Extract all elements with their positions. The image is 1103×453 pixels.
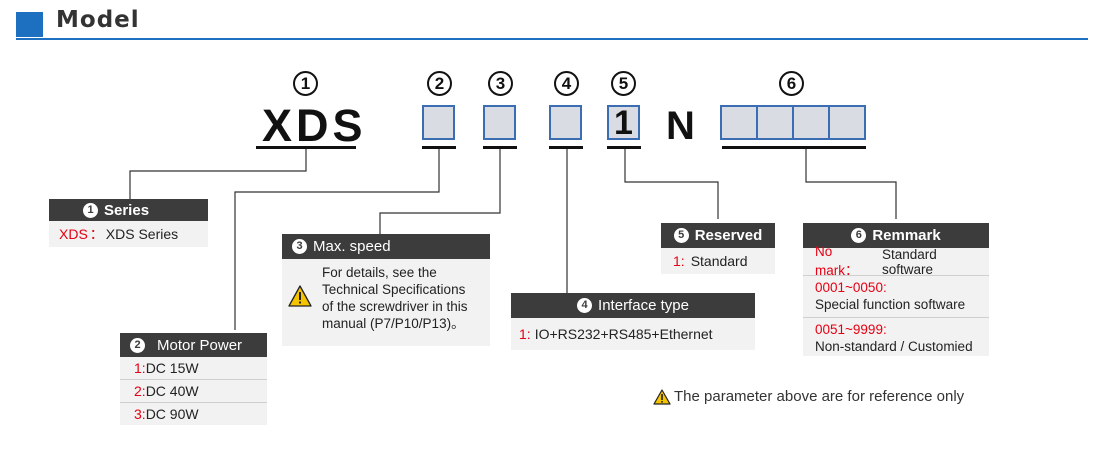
reserved-number-badge: 5 [673, 228, 689, 243]
reserved-key: 1: [673, 253, 685, 269]
position-marker-3: 3 [488, 71, 513, 96]
motor-power-title: Motor Power [157, 336, 243, 354]
remark-card-body: No mark： Standard software 0001~0050: Sp… [803, 244, 989, 356]
reserved-value: Standard [690, 253, 748, 269]
position-marker-6: 6 [779, 71, 804, 96]
remark-value: Standard software [882, 246, 937, 277]
warning-icon [288, 285, 312, 307]
item-sep: : [141, 360, 146, 376]
motor-power-card: 2 Motor Power 1:DC 15W 2:DC 40W 3:DC 90W [120, 333, 267, 425]
max-speed-card-body: For details, see the Technical Specifica… [282, 259, 490, 346]
code-box-6-divider [756, 105, 758, 140]
reserved-card-body: 1: Standard [661, 248, 775, 274]
motor-power-list: 1:DC 15W 2:DC 40W 3:DC 90W [120, 357, 267, 425]
max-speed-number-badge: 3 [292, 239, 307, 254]
list-item: 0051~9999: Non-standard / Customied [803, 318, 989, 356]
code-letter-n: N [666, 104, 695, 148]
description-line: manual (P7/P10/P13)。 [322, 316, 465, 331]
item-key: 1 [134, 360, 142, 376]
series-title: Series [104, 201, 150, 219]
series-card: 1 Series XDS ： XDS Series [49, 199, 208, 247]
underline-5 [607, 146, 641, 149]
item-sep: : [141, 406, 146, 422]
interface-type-card-body: 1: IO+RS232+RS485+Ethernet [511, 318, 755, 350]
interface-key: 1: [519, 326, 531, 342]
divider [120, 402, 267, 403]
underline-2 [422, 146, 456, 149]
max-speed-description: For details, see the Technical Specifica… [322, 264, 468, 332]
footnote-text: The parameter above are for reference on… [674, 388, 965, 405]
code-box-3 [483, 105, 516, 140]
max-speed-card-header: 3 Max. speed [282, 234, 490, 259]
code-box-5: 1 [607, 105, 640, 140]
remark-card: 6 Remmark No mark： Standard software 000… [803, 223, 989, 356]
description-line: of the screwdriver in this [322, 299, 468, 314]
position-marker-2: 2 [427, 71, 452, 96]
header-accent-square [16, 12, 43, 37]
list-item: 3:DC 90W [120, 403, 267, 425]
interface-value: IO+RS232+RS485+Ethernet [534, 326, 713, 342]
page-title: Model [56, 7, 140, 33]
series-key: XDS [59, 226, 88, 242]
footnote: The parameter above are for reference on… [653, 388, 964, 405]
series-value: XDS Series [105, 226, 179, 242]
warning-icon [653, 388, 671, 405]
code-box-2 [422, 105, 455, 140]
interface-type-card-header: 4 Interface type [511, 293, 755, 318]
motor-power-number-badge: 2 [130, 337, 145, 353]
item-value: DC 40W [145, 383, 199, 399]
remark-number-badge: 6 [851, 228, 867, 243]
series-prefix: XDS [262, 100, 367, 151]
remark-value: Non-standard / Customied [815, 339, 973, 354]
underline-6 [722, 146, 866, 149]
remark-key: 0001~0050: [815, 280, 887, 295]
code-box-4 [549, 105, 582, 140]
description-line: For details, see the [322, 265, 437, 280]
series-card-body: XDS ： XDS Series [49, 221, 208, 247]
code-box-6-divider [828, 105, 830, 140]
item-value: DC 15W [145, 360, 199, 376]
description-line: Technical Specifications [322, 282, 466, 297]
reserved-card-header: 5 Reserved [661, 223, 775, 248]
interface-type-title: Interface type [598, 297, 689, 314]
underline-4 [549, 146, 583, 149]
header-divider [16, 38, 1088, 40]
remark-title: Remmark [872, 227, 941, 244]
interface-type-card: 4 Interface type 1: IO+RS232+RS485+Ether… [511, 293, 755, 350]
interface-type-number-badge: 4 [577, 298, 593, 313]
position-marker-4: 4 [554, 71, 579, 96]
list-item: 0001~0050: Special function software [803, 276, 989, 317]
remark-value: Special function software [815, 297, 966, 312]
max-speed-card: 3 Max. speed For details, see the Techni… [282, 234, 490, 346]
motor-power-card-header: 2 Motor Power [120, 333, 267, 357]
remark-card-header: 6 Remmark [803, 223, 989, 248]
list-item: 1:DC 15W [120, 357, 267, 379]
divider [803, 275, 989, 276]
list-item: No mark： Standard software [803, 244, 989, 278]
remark-key: 0051~9999: [815, 322, 887, 337]
list-item: 2:DC 40W [120, 380, 267, 402]
series-card-header: 1 Series [49, 199, 208, 221]
item-sep: : [141, 383, 146, 399]
code-box-6-divider [792, 105, 794, 140]
reserved-title: Reserved [694, 227, 763, 244]
item-key: 2 [134, 383, 142, 399]
remark-key: No mark： [815, 244, 859, 278]
position-marker-5: 5 [611, 71, 636, 96]
max-speed-title: Max. speed [313, 238, 391, 255]
underline-1 [256, 146, 356, 149]
item-key: 3 [134, 406, 142, 422]
item-value: DC 90W [145, 406, 199, 422]
divider [120, 379, 267, 380]
position-marker-1: 1 [293, 71, 318, 96]
divider [803, 317, 989, 318]
reserved-card: 5 Reserved 1: Standard [661, 223, 775, 274]
underline-3 [483, 146, 517, 149]
series-number-badge: 1 [83, 202, 98, 218]
series-sep: ： [89, 226, 104, 242]
